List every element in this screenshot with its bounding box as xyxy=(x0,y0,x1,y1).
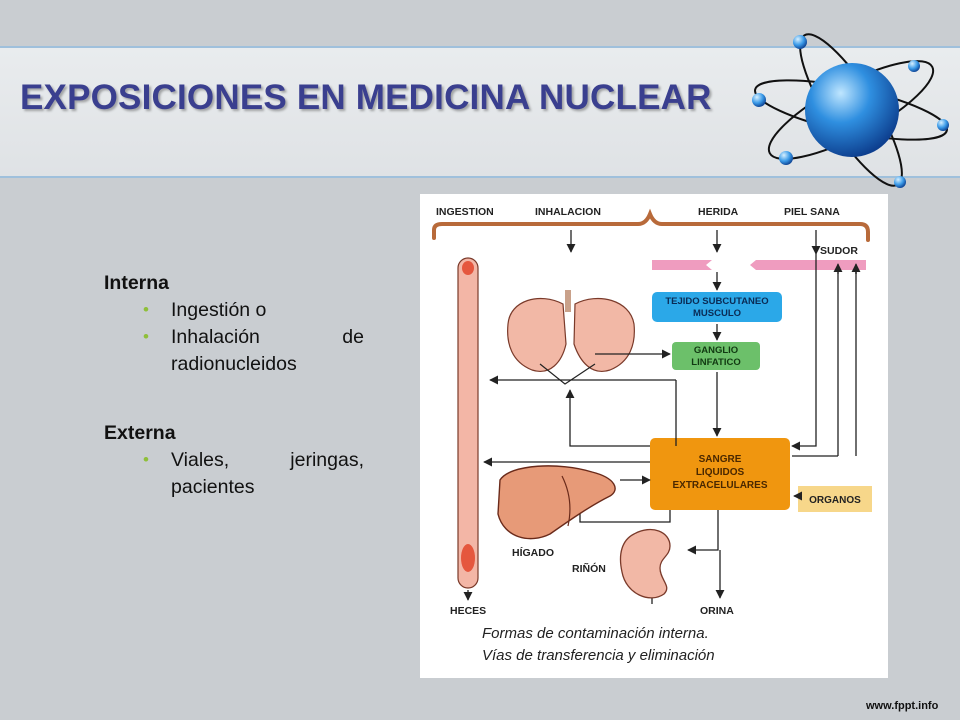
slide-title: EXPOSICIONES EN MEDICINA NUCLEAR xyxy=(20,78,712,117)
atom-icon xyxy=(748,26,954,192)
sangre-label-2: LIQUIDOS xyxy=(696,467,745,478)
kidney-illustration xyxy=(619,529,671,599)
skin-band-right xyxy=(750,260,866,270)
bullet-list-externa: Viales, jeringas, pacientes xyxy=(104,446,364,501)
ganglio-label-1: GANGLIO xyxy=(694,345,738,356)
label-inhalacion: INHALACION xyxy=(535,206,601,218)
bullet-content: Interna Ingestión o Inhalación de radion… xyxy=(104,270,364,501)
label-sudor: SUDOR xyxy=(820,245,858,257)
contamination-diagram: INGESTION INHALACION HERIDA PIEL SANA SU… xyxy=(420,194,888,678)
organos-box xyxy=(798,486,872,512)
bullet-list-interna: Ingestión o Inhalación de radionucleidos xyxy=(104,296,364,378)
lungs-illustration xyxy=(507,290,635,385)
label-rinon: RIÑÓN xyxy=(572,562,606,575)
sangre-label-3: EXTRACELULARES xyxy=(672,480,767,491)
label-heces: HECES xyxy=(450,605,486,617)
bullet-item: Viales, jeringas, pacientes xyxy=(143,446,364,501)
label-piel-sana: PIEL SANA xyxy=(784,206,840,218)
sangre-box xyxy=(650,438,790,510)
organos-label: ORGANOS xyxy=(809,495,861,506)
bullet-item: Ingestión o xyxy=(143,296,364,324)
tejido-label-2: MUSCULO xyxy=(693,308,741,319)
sangre-label-1: SANGRE xyxy=(699,454,742,465)
footer-url: www.fppt.info xyxy=(866,700,939,712)
label-higado: HÍGADO xyxy=(512,546,554,559)
ganglio-label-2: LINFATICO xyxy=(691,357,740,368)
skin-band-left xyxy=(652,260,712,270)
liver-illustration xyxy=(497,465,616,540)
figure-caption-1: Formas de contaminación interna. xyxy=(482,625,709,642)
label-ingestion: INGESTION xyxy=(436,206,494,218)
section-heading-interna: Interna xyxy=(104,272,170,294)
section-heading-externa: Externa xyxy=(104,422,176,444)
gut-tube xyxy=(457,257,479,589)
label-herida: HERIDA xyxy=(698,206,739,218)
ganglio-box xyxy=(672,342,760,370)
label-orina: ORINA xyxy=(700,605,734,617)
intake-bracket xyxy=(432,208,870,242)
tejido-box xyxy=(652,292,782,322)
figure-caption-2: Vías de transferencia y eliminación xyxy=(482,647,715,664)
tejido-label-1: TEJIDO SUBCUTANEO xyxy=(665,296,768,307)
bullet-item: Inhalación de radionucleidos xyxy=(143,323,364,378)
